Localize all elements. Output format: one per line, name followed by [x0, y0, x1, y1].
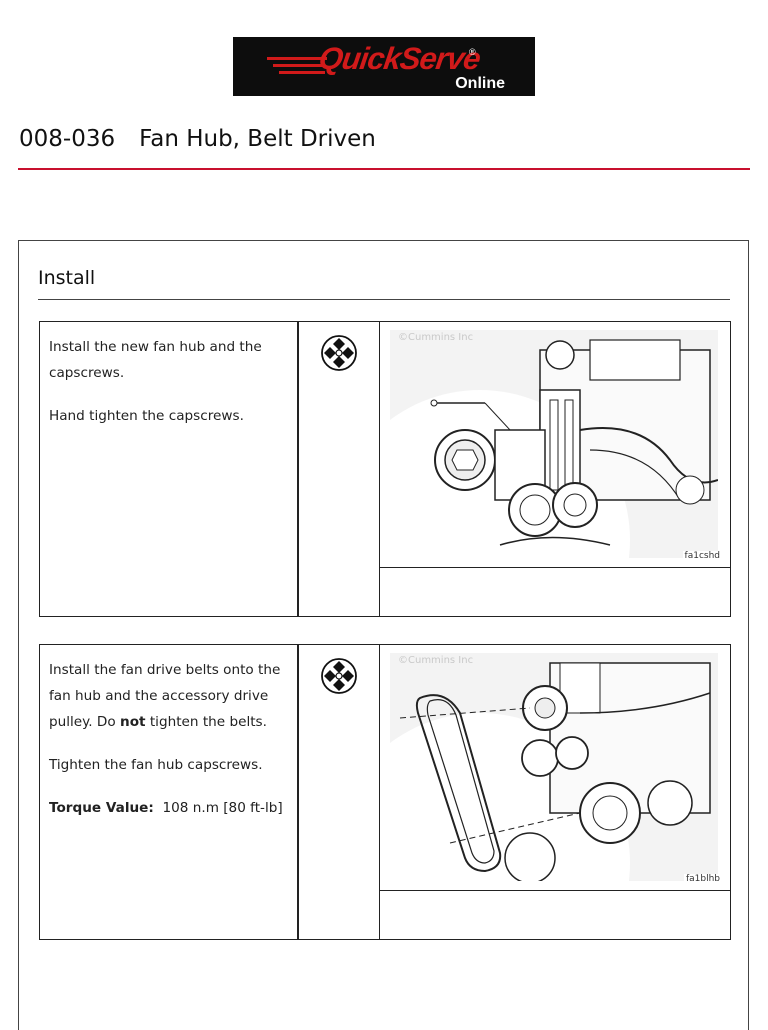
- step-2-figure: ©Cummins Inc fa1blhb: [380, 645, 730, 891]
- logo-speed-line: [279, 71, 325, 74]
- title-divider: [18, 168, 750, 170]
- figure-code: fa1cshd: [682, 551, 722, 561]
- figure-watermark: ©Cummins Inc: [398, 332, 474, 343]
- figure-watermark: ©Cummins Inc: [398, 655, 474, 666]
- engine-fan-hub-illustration: [390, 330, 718, 558]
- step-2-instruction-part: tighten the belts.: [145, 714, 267, 730]
- logo-brand-text: QuickServe: [316, 41, 483, 76]
- step-2: Install the fan drive belts onto the fan…: [39, 644, 731, 940]
- install-section: Install Install the new fan hub and the …: [18, 240, 749, 1030]
- procedure-number: 008-036: [19, 126, 116, 152]
- step-1-text: Install the new fan hub and the capscrew…: [40, 322, 299, 616]
- step-2-text: Install the fan drive belts onto the fan…: [40, 645, 299, 939]
- section-title: Install: [38, 267, 96, 289]
- logo-online-text: Online: [455, 75, 505, 92]
- engine-fan-belts-illustration: [390, 653, 718, 881]
- page-title: 008-036 Fan Hub, Belt Driven: [19, 126, 376, 152]
- step-2-tool-cell: [299, 645, 380, 939]
- step-2-instruction-part: Install the fan drive belts onto the fan…: [49, 662, 281, 730]
- step-1: Install the new fan hub and the capscrew…: [39, 321, 731, 617]
- logo-registered-mark: ®: [469, 47, 476, 57]
- section-divider: [38, 299, 730, 300]
- step-2-emphasis: not: [120, 714, 146, 730]
- torque-label: Torque Value:: [49, 800, 154, 816]
- step-1-tool-cell: [299, 322, 380, 616]
- step-1-instruction: Install the new fan hub and the capscrew…: [49, 339, 262, 381]
- quickserve-online-logo: QuickServe ® Online: [233, 37, 535, 96]
- logo-speed-line: [273, 64, 325, 67]
- figure-code: fa1blhb: [683, 874, 722, 884]
- procedure-title: Fan Hub, Belt Driven: [139, 126, 376, 152]
- step-2-instruction-2: Tighten the fan hub capscrews.: [49, 757, 263, 773]
- torque-spec: Torque Value: 108 n.m [80 ft-lb]: [49, 795, 288, 821]
- wrench-socket-icon: [321, 335, 357, 371]
- logo-speed-line: [267, 57, 327, 60]
- step-2-instruction: Install the fan drive belts onto the fan…: [49, 657, 288, 735]
- step-1-figure: ©Cummins Inc fa1cshd: [380, 322, 730, 568]
- step-1-instruction-2: Hand tighten the capscrews.: [49, 408, 244, 424]
- wrench-socket-icon: [321, 658, 357, 694]
- torque-value: 108 n.m [80 ft-lb]: [162, 800, 283, 816]
